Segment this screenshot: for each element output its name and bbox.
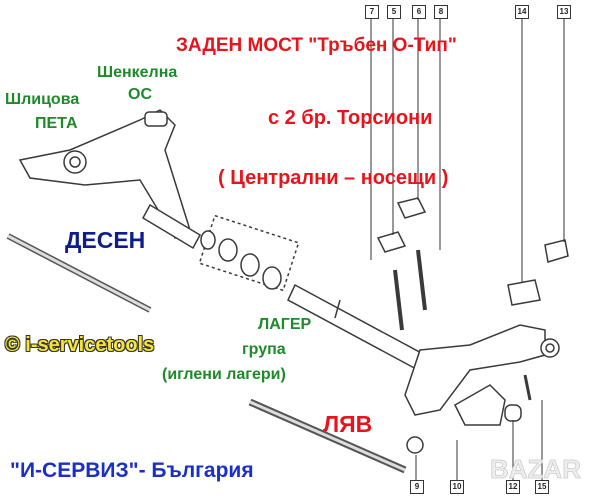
callout-14: 14 xyxy=(515,5,529,19)
bushing-12 xyxy=(504,404,522,422)
plate-5 xyxy=(376,231,407,253)
callout-6: 6 xyxy=(412,5,426,19)
torsion-bar-right xyxy=(6,233,152,313)
plate-6 xyxy=(396,197,427,219)
callout-10: 10 xyxy=(450,480,464,494)
spindle xyxy=(144,111,168,127)
subtitle: с 2 бр. Торсиони xyxy=(268,107,433,129)
leader-lines xyxy=(370,18,565,482)
subtitle-2: ( Централни – носещи ) xyxy=(218,167,449,189)
bolt-8 xyxy=(416,249,427,311)
watermark: BAZAR xyxy=(490,454,581,484)
bracket-13 xyxy=(544,239,569,263)
title: ЗАДЕН МОСТ "Тръбен О-Тип" xyxy=(176,35,457,56)
label-lager: ЛАГЕР xyxy=(258,316,312,333)
bearing-group xyxy=(198,214,300,292)
label-igleni: (иглени лагери) xyxy=(162,366,286,383)
callout-13: 13 xyxy=(557,5,571,19)
label-grupa: група xyxy=(242,341,286,358)
label-os: ОС xyxy=(128,86,152,103)
trailing-arm-left xyxy=(404,324,546,416)
label-shenkelna: Шенкелна xyxy=(97,64,178,81)
bracket-10 xyxy=(454,384,506,426)
bolt-7 xyxy=(393,269,404,331)
callout-15: 15 xyxy=(535,480,549,494)
callout-8: 8 xyxy=(434,5,448,19)
callout-9: 9 xyxy=(410,480,424,494)
torsion-bar-left xyxy=(248,398,407,474)
label-lyav: ЛЯВ xyxy=(323,411,373,437)
label-shlitsova: Шлицова xyxy=(5,91,80,108)
callout-12: 12 xyxy=(506,480,520,494)
label-peta: ПЕТА xyxy=(35,115,78,132)
axle-tube-right xyxy=(142,203,201,250)
company-name: "И-СЕРВИЗ"- България xyxy=(10,459,254,482)
copyright: © i-servicetools xyxy=(5,334,155,356)
bushing-9 xyxy=(406,436,424,454)
callout-7: 7 xyxy=(365,5,379,19)
bracket-14 xyxy=(507,279,541,306)
trailing-arm-right xyxy=(18,109,191,239)
bolt-15 xyxy=(523,374,532,401)
label-desen: ДЕСЕН xyxy=(65,227,146,253)
callout-5: 5 xyxy=(387,5,401,19)
